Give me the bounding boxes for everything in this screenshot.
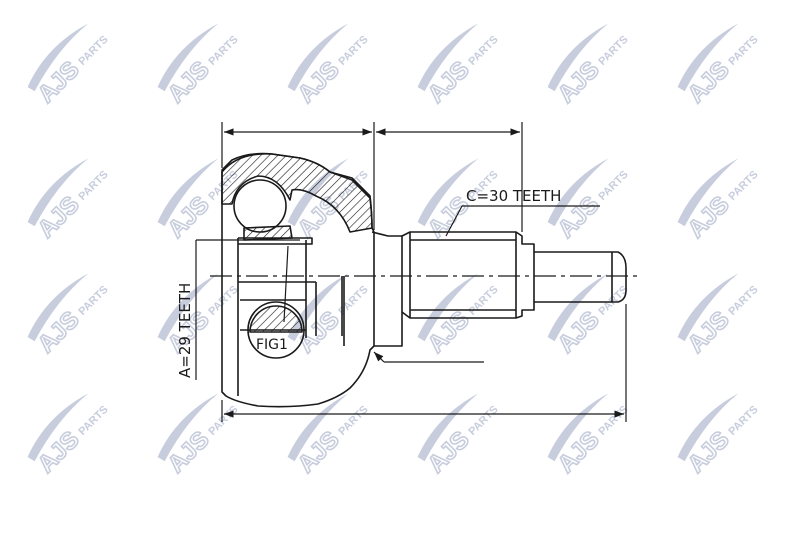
watermark-suffix: PARTS <box>336 34 370 68</box>
shaft-outline <box>401 231 627 319</box>
watermark-suffix: PARTS <box>596 169 630 203</box>
spline-a-label: A=29 TEETH <box>176 283 194 378</box>
watermark-brand: AJS <box>423 56 475 108</box>
spline-c-label: C=30 TEETH <box>466 187 561 205</box>
watermark-layer: AJSPARTSAJSPARTSAJSPARTSAJSPARTSAJSPARTS… <box>27 23 761 479</box>
watermark-suffix: PARTS <box>726 169 760 203</box>
watermark-brand: AJS <box>553 56 605 108</box>
watermark-brand: AJS <box>683 56 735 108</box>
watermark-suffix: PARTS <box>466 34 500 68</box>
watermark-suffix: PARTS <box>466 404 500 438</box>
watermark-suffix: PARTS <box>336 404 370 438</box>
watermark-brand: AJS <box>33 426 85 478</box>
watermark-brand: AJS <box>33 56 85 108</box>
figure-label: FIG1 <box>256 337 288 353</box>
watermark-brand: AJS <box>423 426 475 478</box>
watermark-brand: AJS <box>33 191 85 243</box>
watermark-brand: AJS <box>683 426 735 478</box>
watermark-suffix: PARTS <box>466 284 500 318</box>
watermark-suffix: PARTS <box>726 284 760 318</box>
watermark-brand: AJS <box>683 306 735 358</box>
watermark-suffix: PARTS <box>206 404 240 438</box>
watermark-brand: AJS <box>683 191 735 243</box>
cv-joint-outline <box>221 152 627 408</box>
watermark-suffix: PARTS <box>76 169 110 203</box>
watermark-brand: AJS <box>553 306 605 358</box>
lower-ball <box>249 305 303 333</box>
watermark-brand: AJS <box>33 306 85 358</box>
watermark-suffix: PARTS <box>76 404 110 438</box>
housing-hatch-upper <box>221 153 373 233</box>
watermark-brand: AJS <box>163 426 215 478</box>
watermark-suffix: PARTS <box>596 34 630 68</box>
watermark-suffix: PARTS <box>726 404 760 438</box>
watermark-suffix: PARTS <box>206 34 240 68</box>
watermark-brand: AJS <box>553 426 605 478</box>
watermark-suffix: PARTS <box>76 34 110 68</box>
watermark-brand: AJS <box>163 56 215 108</box>
watermark-suffix: PARTS <box>76 284 110 318</box>
watermark-brand: AJS <box>293 426 345 478</box>
watermark-suffix: PARTS <box>206 284 240 318</box>
watermark-suffix: PARTS <box>726 34 760 68</box>
dimensions <box>195 122 627 422</box>
watermark-brand: AJS <box>423 306 475 358</box>
watermark-brand: AJS <box>293 56 345 108</box>
watermark-brand: AJS <box>163 191 215 243</box>
